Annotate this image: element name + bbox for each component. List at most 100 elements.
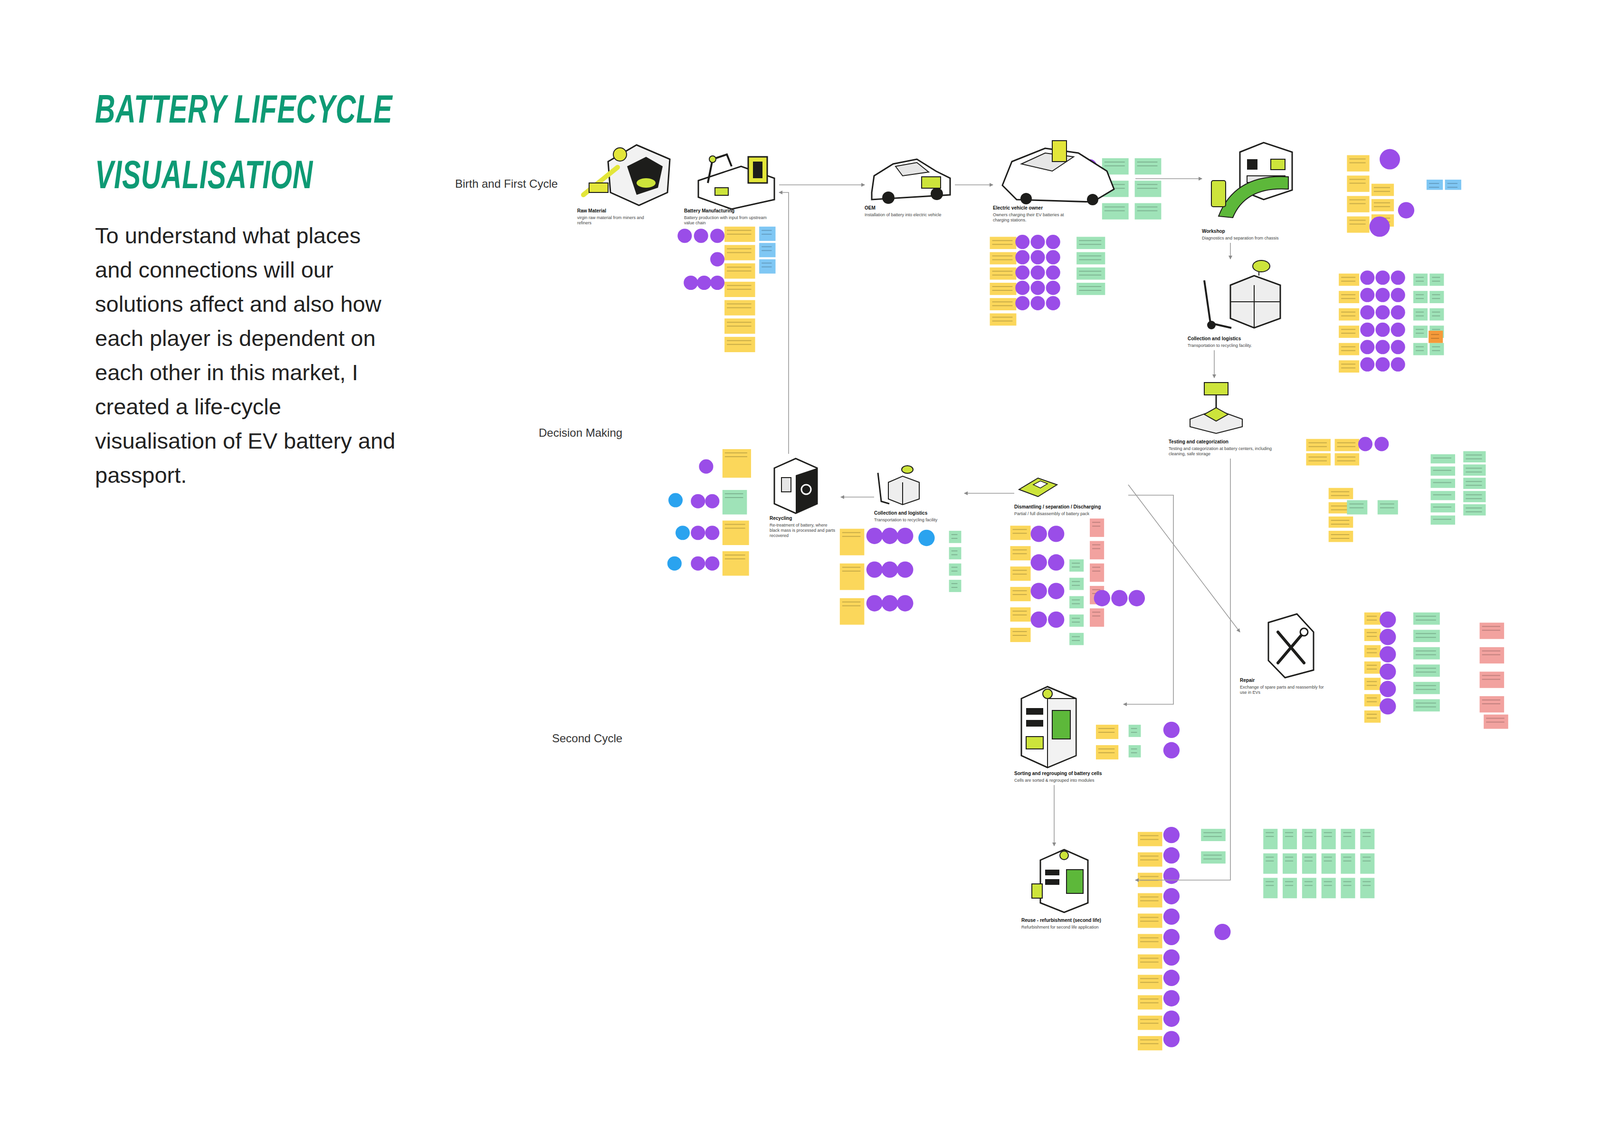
note-scribble	[1098, 727, 1115, 729]
sticky-note	[839, 528, 865, 556]
sticky-circle	[1030, 611, 1047, 628]
note-scribble	[992, 239, 1013, 241]
stage-description: Battery production with input from upstr…	[684, 215, 768, 226]
note-scribble	[992, 270, 1013, 272]
note-scribble	[1137, 183, 1158, 185]
reuse-icon-part	[1059, 850, 1069, 860]
reuse-icon-part	[1045, 878, 1060, 885]
note-scribble	[1415, 636, 1437, 638]
stage-title: Collection and logistics	[1187, 335, 1271, 342]
collection-logistics-icon-part	[1230, 275, 1281, 328]
sticky-circle	[1030, 234, 1045, 249]
note-scribble	[1331, 491, 1350, 493]
note-scribble	[1482, 678, 1501, 680]
page-title: BATTERY LIFECYCLE VISUALISATION	[95, 76, 461, 208]
sticky-note	[1364, 710, 1381, 723]
sticky-circle	[1360, 270, 1375, 285]
sticky-note	[1429, 290, 1444, 304]
sticky-note	[839, 598, 865, 625]
note-scribble	[1308, 460, 1327, 462]
flow-connector	[1229, 242, 1231, 259]
sticky-circle	[1379, 663, 1396, 680]
sticky-note	[1346, 175, 1370, 192]
sticky-circle	[1128, 590, 1145, 607]
note-scribble	[726, 307, 752, 309]
note-scribble	[1485, 717, 1505, 719]
note-scribble	[1304, 856, 1313, 858]
battery-manufacturing-icon-part	[707, 154, 732, 183]
note-scribble	[1465, 454, 1482, 456]
sticky-note	[1364, 645, 1381, 658]
note-scribble	[1431, 294, 1440, 296]
reuse-icon-part	[1066, 869, 1084, 894]
note-scribble	[1431, 350, 1440, 352]
sticky-note	[1413, 664, 1440, 677]
flow-connector	[1135, 178, 1202, 180]
note-scribble	[1431, 276, 1440, 278]
sticky-note	[1137, 953, 1163, 969]
sticky-note	[1430, 503, 1456, 513]
sticky-circle	[1163, 887, 1180, 905]
note-scribble	[1362, 860, 1371, 862]
sticky-circle	[1015, 265, 1030, 280]
sticky-circle	[1030, 265, 1045, 280]
sticky-note	[990, 252, 1017, 265]
sticky-note	[1413, 342, 1428, 356]
sticky-note	[1282, 828, 1297, 849]
note-scribble	[1285, 860, 1294, 862]
note-scribble	[1415, 685, 1437, 686]
note-scribble	[726, 285, 752, 286]
note-scribble	[1331, 509, 1350, 511]
sticky-circle	[1047, 525, 1065, 542]
sticky-circle	[1047, 611, 1065, 628]
note-scribble	[1265, 835, 1274, 837]
lifecycle-stage: Dismantling / separation / DischargingPa…	[1014, 472, 1129, 519]
oem-car-icon	[871, 159, 951, 204]
note-scribble	[1285, 880, 1294, 882]
note-scribble	[1140, 855, 1159, 857]
note-scribble	[726, 248, 752, 250]
note-scribble	[992, 285, 1013, 287]
note-scribble	[1140, 835, 1159, 837]
note-scribble	[1430, 333, 1439, 335]
testing-icon-part	[1204, 382, 1229, 395]
sticky-note	[724, 336, 755, 353]
note-scribble	[1366, 652, 1377, 654]
note-scribble	[1341, 363, 1356, 365]
repair-icon	[1268, 613, 1314, 678]
lifecycle-stage: Collection and logisticsTransportation t…	[874, 460, 965, 525]
note-scribble	[761, 246, 772, 248]
note-scribble	[726, 303, 752, 305]
sticky-circle	[690, 556, 705, 571]
note-scribble	[1331, 533, 1350, 535]
note-scribble	[726, 288, 752, 290]
sticky-circle	[677, 228, 692, 243]
note-scribble	[1131, 752, 1138, 753]
sticky-circle	[1163, 742, 1180, 759]
note-scribble	[1465, 480, 1482, 482]
note-scribble	[1071, 621, 1080, 623]
stage-description: Exchange of spare parts and reassembly f…	[1239, 684, 1331, 696]
note-scribble	[1078, 274, 1102, 276]
sticky-note	[1095, 724, 1119, 739]
sticky-circle	[1015, 295, 1030, 311]
raw-material-icon-part	[613, 147, 627, 162]
note-scribble	[1430, 337, 1439, 339]
note-scribble	[1140, 896, 1159, 898]
sticky-circle	[667, 556, 682, 571]
sticky-circle	[1163, 928, 1180, 945]
stage-title: Battery Manufacturing	[684, 208, 768, 214]
note-scribble	[1366, 619, 1377, 621]
recycling-icon	[774, 458, 818, 514]
note-scribble	[1337, 460, 1356, 462]
note-scribble	[1337, 442, 1356, 444]
sticky-note	[1360, 828, 1375, 849]
note-scribble	[951, 582, 958, 584]
note-scribble	[1366, 684, 1377, 686]
sticky-note	[1340, 853, 1355, 874]
note-scribble	[726, 270, 752, 272]
battery-manufacturing-icon-part	[714, 187, 729, 196]
sorting-icon-part	[1026, 736, 1044, 749]
note-scribble	[1140, 900, 1159, 902]
sticky-circle	[1374, 436, 1389, 451]
